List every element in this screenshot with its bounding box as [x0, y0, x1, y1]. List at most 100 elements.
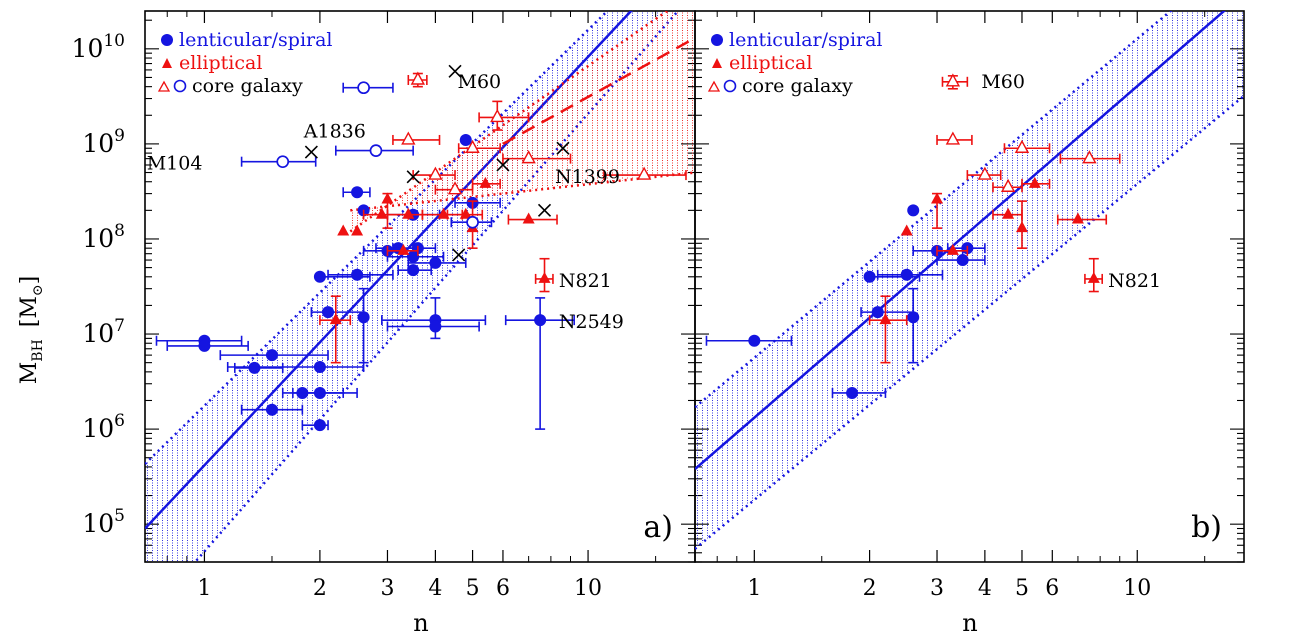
marker-filled-circle — [351, 186, 364, 199]
legend-marker-core-blue — [723, 79, 737, 93]
data-points — [705, 73, 1121, 399]
data-point-open — [1003, 139, 1051, 154]
x-tick-label: 2 — [863, 576, 877, 601]
data-point-filled-circle — [166, 339, 249, 352]
data-point-filled-circle — [407, 256, 467, 269]
data-point-open — [1059, 150, 1121, 164]
x-axis-title-a: n — [413, 609, 428, 635]
legend-label-core: core galaxy — [192, 75, 303, 97]
data-point-filled-triangle — [1056, 212, 1108, 225]
panel-label: a) — [643, 510, 673, 545]
x-tick-label: 4 — [428, 576, 442, 601]
marker-filled-triangle — [1071, 212, 1084, 224]
data-point-cross — [448, 64, 462, 78]
marker-filled-triangle — [402, 207, 415, 219]
marker-filled-triangle — [375, 207, 388, 219]
marker-open-triangle — [401, 131, 416, 145]
data-point-filled-circle — [219, 349, 329, 362]
y-axis-title: MBH[M⊙] — [17, 276, 46, 384]
data-point-filled-circle — [504, 297, 575, 430]
marker-filled-circle — [322, 306, 335, 319]
marker-open-triangle — [465, 139, 480, 153]
svg-text:MBH[M⊙]: MBH[M⊙] — [17, 276, 46, 384]
marker-open-circle — [466, 215, 479, 229]
legend-label-lenticular: lenticular/spiral — [179, 29, 333, 51]
marker-filled-triangle — [397, 243, 410, 255]
marker-filled-circle — [429, 256, 442, 269]
marker-filled-circle — [265, 403, 278, 416]
data-point-cross — [304, 145, 318, 159]
marker-open-triangle — [447, 181, 463, 195]
x-tick-label: 3 — [380, 576, 394, 601]
confidence-band — [350, 11, 695, 232]
marker-cross — [304, 145, 318, 159]
data-point-filled-circle — [907, 287, 920, 364]
data-point-open — [392, 131, 441, 145]
marker-cross — [452, 248, 466, 262]
marker-filled-triangle — [1087, 271, 1100, 283]
marker-open-triangle — [1000, 178, 1016, 192]
data-point-open — [936, 131, 973, 145]
data-point-open — [342, 81, 394, 95]
marker-cross — [556, 141, 570, 155]
marker-filled-triangle — [900, 224, 913, 236]
legend-marker-lenticular — [711, 34, 723, 46]
marker-filled-circle — [313, 419, 326, 432]
marker-filled-circle — [846, 386, 859, 399]
data-point-filled-triangle — [936, 243, 969, 256]
annotation-m104: M104 — [147, 153, 203, 175]
data-point-filled-circle — [292, 386, 358, 399]
marker-filled-triangle — [538, 271, 551, 283]
y-tick-label: 1010 — [72, 31, 125, 63]
y-tick-exp: 7 — [114, 316, 125, 336]
marker-cross — [496, 158, 510, 172]
marker-filled-circle — [907, 204, 920, 217]
data-point-filled-circle — [876, 268, 944, 281]
data-point-filled-triangle — [1084, 257, 1104, 293]
marker-open-circle — [357, 81, 370, 95]
marker-filled-circle — [313, 361, 326, 374]
annotation-n1399: N1399 — [555, 166, 620, 188]
band-lower-edge — [193, 11, 680, 562]
data-point-filled-circle — [459, 133, 472, 146]
data-point-filled-circle — [234, 361, 284, 374]
data-point-open — [941, 73, 969, 90]
marker-filled-triangle — [1028, 176, 1041, 188]
marker-open-circle — [276, 155, 290, 169]
x-tick-label: 1 — [747, 576, 761, 601]
marker-filled-triangle — [437, 207, 450, 219]
x-tick-label: 5 — [1015, 576, 1029, 601]
data-point-filled-circle — [831, 386, 887, 399]
x-tick-label: 10 — [1123, 576, 1151, 601]
band-upper-edge — [695, 11, 1173, 409]
marker-filled-triangle — [879, 313, 892, 325]
data-point-open — [502, 150, 572, 164]
data-point-filled-triangle — [337, 224, 350, 236]
marker-filled-triangle — [351, 224, 364, 236]
x-tick-label: 10 — [574, 576, 602, 601]
data-point-open — [412, 166, 456, 181]
y-tick-label: 108 — [82, 221, 125, 253]
marker-filled-circle — [534, 314, 547, 327]
data-point-open — [457, 139, 501, 154]
data-point-cross — [556, 141, 570, 155]
x-tick-label: 3 — [930, 576, 944, 601]
marker-filled-triangle — [1002, 207, 1015, 219]
marker-filled-triangle — [459, 207, 472, 219]
y-axis-title-main: M — [17, 362, 42, 385]
marker-filled-triangle — [522, 212, 535, 224]
data-point-filled-circle — [226, 361, 365, 374]
panel-label: b) — [1191, 510, 1222, 545]
data-point-open — [966, 166, 1002, 181]
annotation-m60: M60 — [458, 71, 502, 93]
legend-marker-elliptical — [712, 58, 722, 68]
data-point-open — [407, 71, 428, 88]
data-point-open — [992, 178, 1023, 193]
band-upper-edge — [349, 11, 670, 233]
marker-open-triangle — [410, 71, 426, 85]
marker-open-triangle — [1082, 150, 1097, 164]
y-axis-title-sub: BH — [30, 339, 46, 362]
x-tick-label: 6 — [496, 576, 510, 601]
data-point-filled-circle — [705, 334, 793, 347]
data-point-open — [603, 166, 687, 181]
